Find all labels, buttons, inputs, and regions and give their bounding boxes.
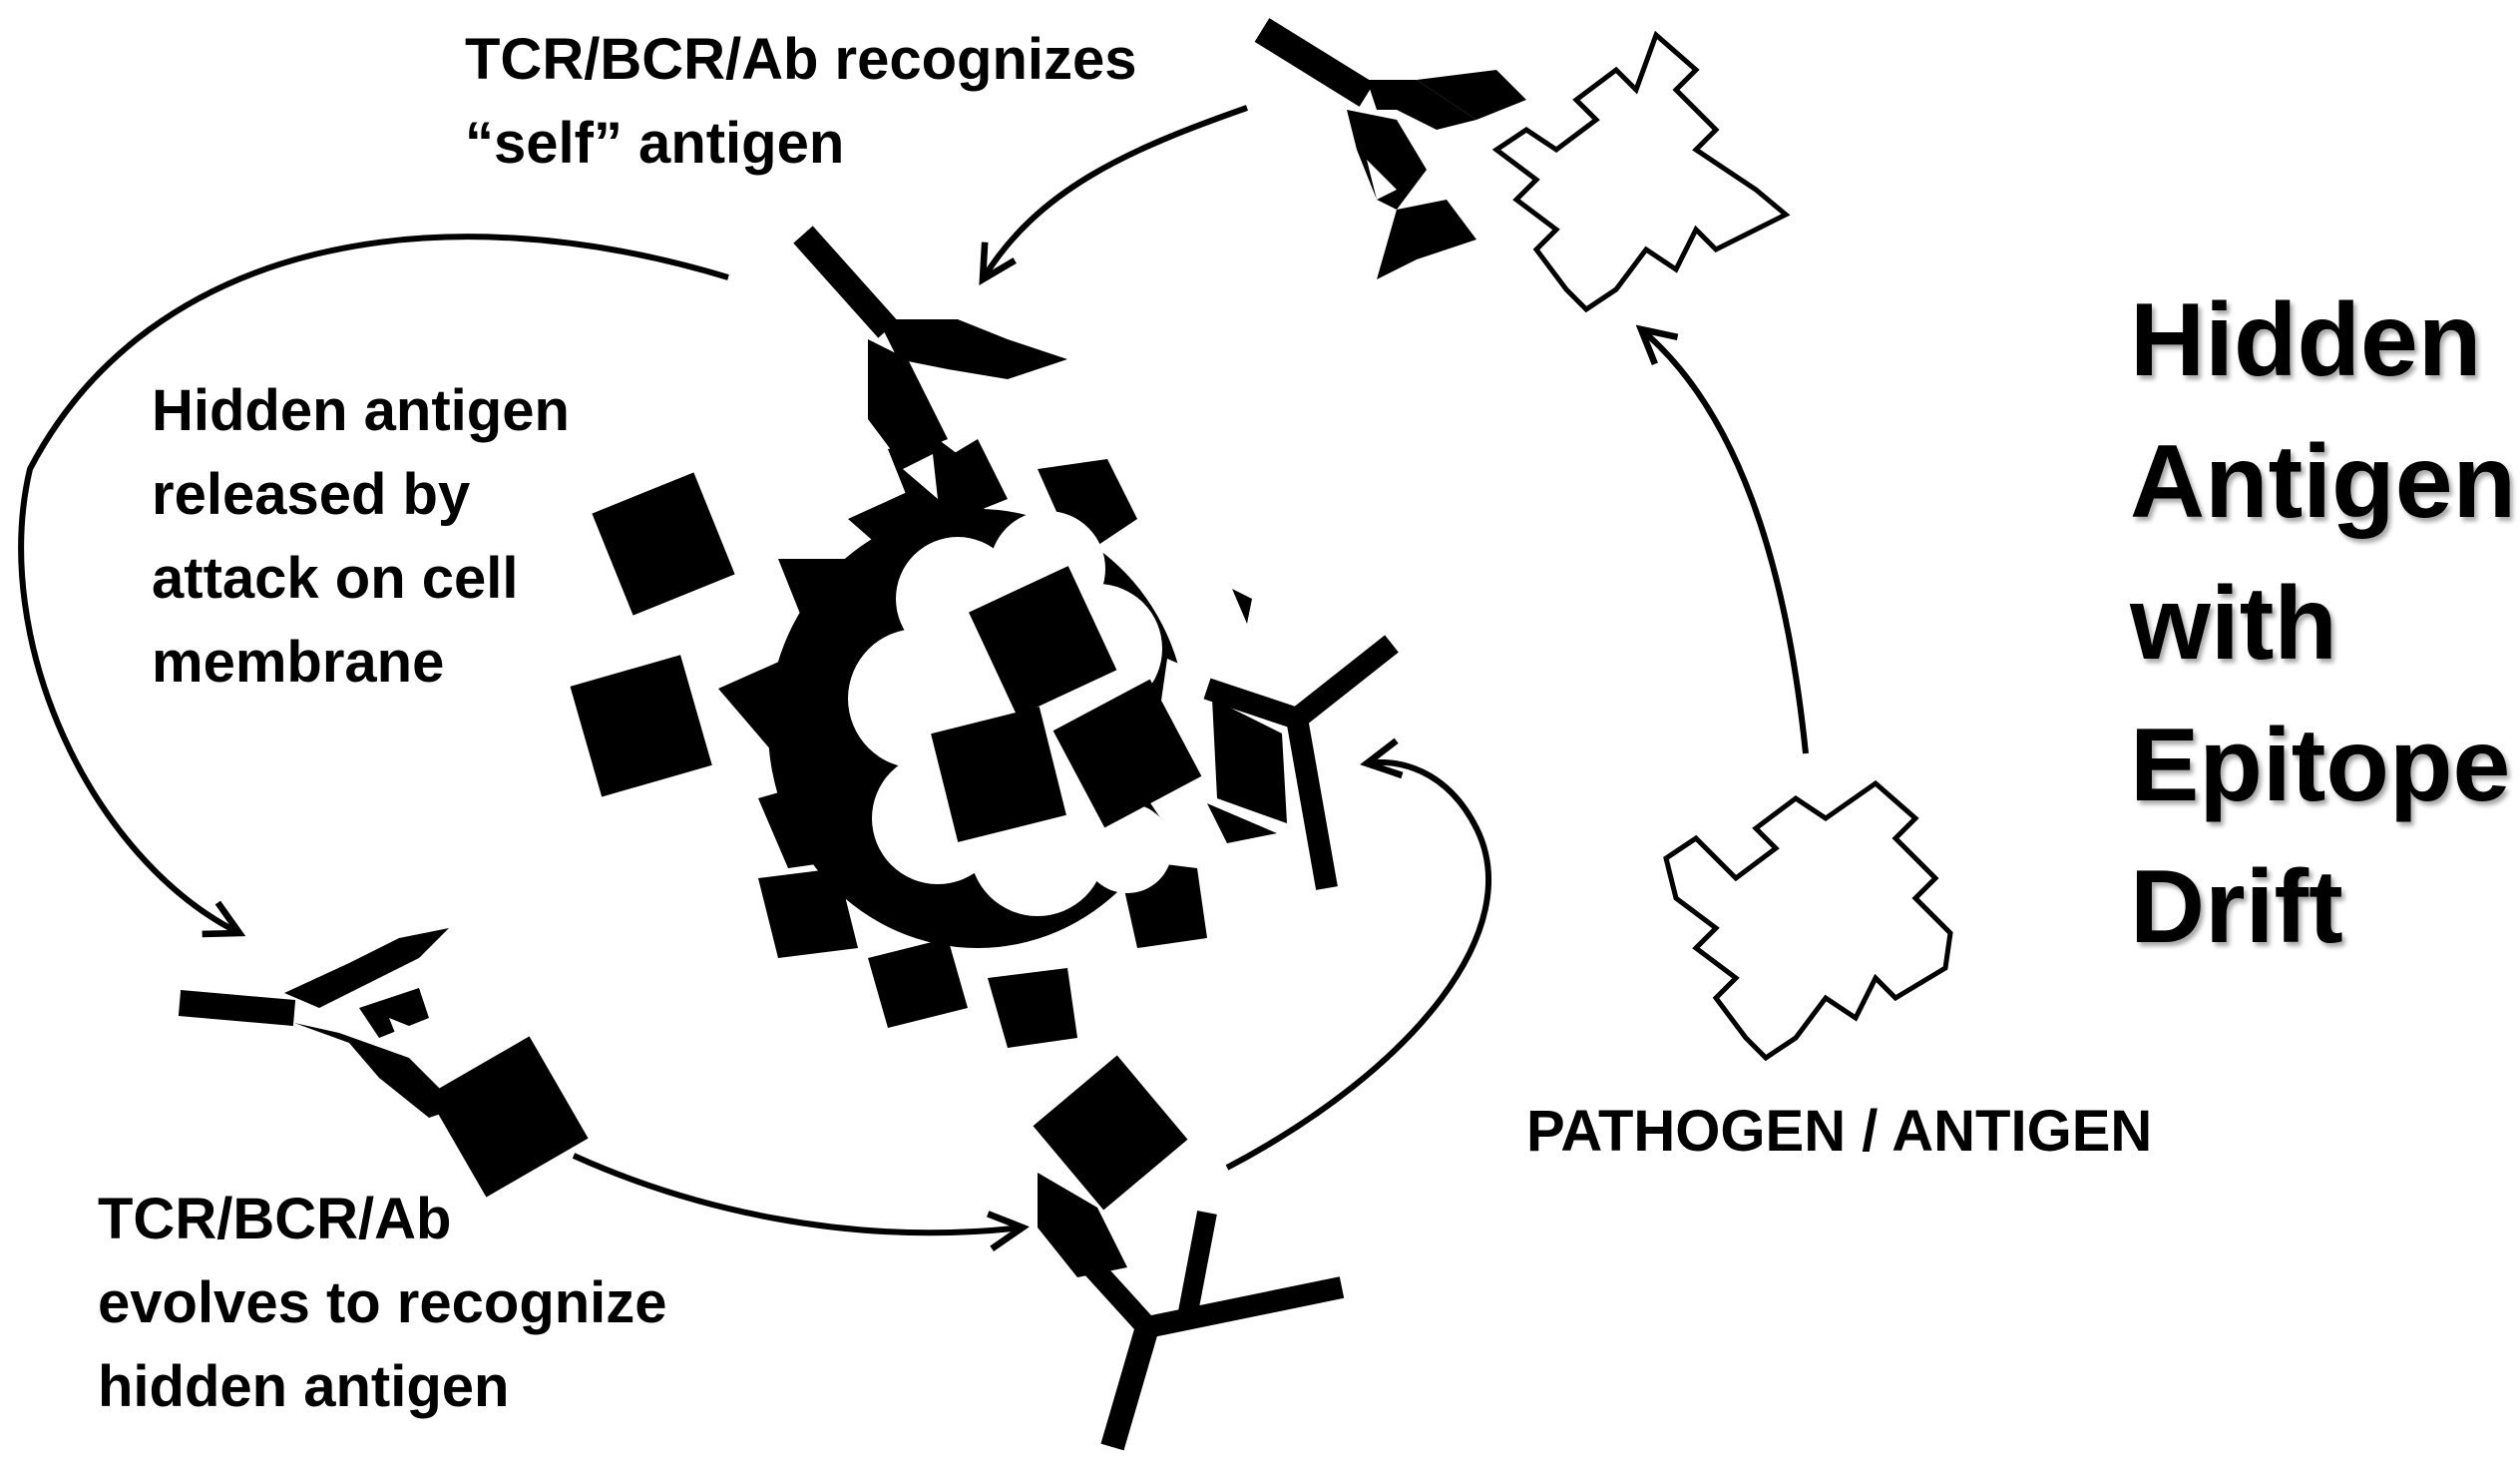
label-line: PATHOGEN / ANTIGEN [1526, 1099, 2153, 1164]
label-line: released by [152, 462, 471, 527]
hidden-antigen [931, 707, 1066, 842]
title-line: Epitope [2130, 708, 2511, 823]
hidden-antigen-group [427, 472, 1252, 1211]
title-line: Drift [2130, 849, 2343, 965]
pathogen-top [1491, 30, 1791, 313]
label-line: TCR/BCR/Ab [98, 1187, 452, 1251]
hidden-antigen [592, 472, 735, 616]
title-line: Antigen [2130, 424, 2517, 540]
label-evolves: TCR/BCR/Ab evolves to recognize hidden a… [98, 1178, 667, 1429]
label-hidden-antigen-release: Hidden antigen released by attack on cel… [152, 369, 570, 705]
label-self-recognition: TCR/BCR/Ab recognizes “self” antigen [465, 18, 1137, 186]
label-line: TCR/BCR/Ab recognizes [465, 27, 1137, 92]
arrow-cell-to-left-receptor [18, 234, 729, 933]
label-line: evolves to recognize [98, 1270, 667, 1335]
hidden-antigen [570, 655, 712, 797]
label-line: “self” antigen [465, 111, 845, 176]
membrane-fragment [1232, 589, 1252, 624]
arrow-bottom-to-cell [1225, 762, 1491, 1171]
receptor-bottom [1038, 1173, 1345, 1451]
label-pathogen: PATHOGEN / ANTIGEN [1526, 1090, 2152, 1174]
title-line: with [2130, 566, 2337, 682]
diagram-title: Hidden Antigen with Epitope Drift [2130, 269, 2516, 978]
arrow-top-receptor-to-cell [983, 105, 1248, 279]
title-line: Hidden [2130, 282, 2482, 398]
label-line: attack on cell [152, 546, 519, 611]
label-line: hidden antigen [98, 1354, 510, 1419]
arrow-pathogen-to-top-receptor [1641, 329, 1809, 754]
hidden-antigen [1033, 1055, 1188, 1211]
label-line: membrane [152, 630, 445, 695]
label-line: Hidden antigen [152, 378, 570, 443]
hidden-antigen [1052, 679, 1202, 828]
receptor-left [178, 928, 459, 1118]
hidden-antigen [427, 1036, 589, 1198]
hidden-antigen [969, 566, 1117, 717]
pathogen-bottom [1663, 779, 1953, 1062]
receptor-cell-right [1203, 635, 1399, 890]
receptor-top-right [1254, 18, 1526, 279]
receptor-upper [793, 226, 1067, 499]
arrow-left-to-bottom-receptor [572, 1153, 1023, 1232]
